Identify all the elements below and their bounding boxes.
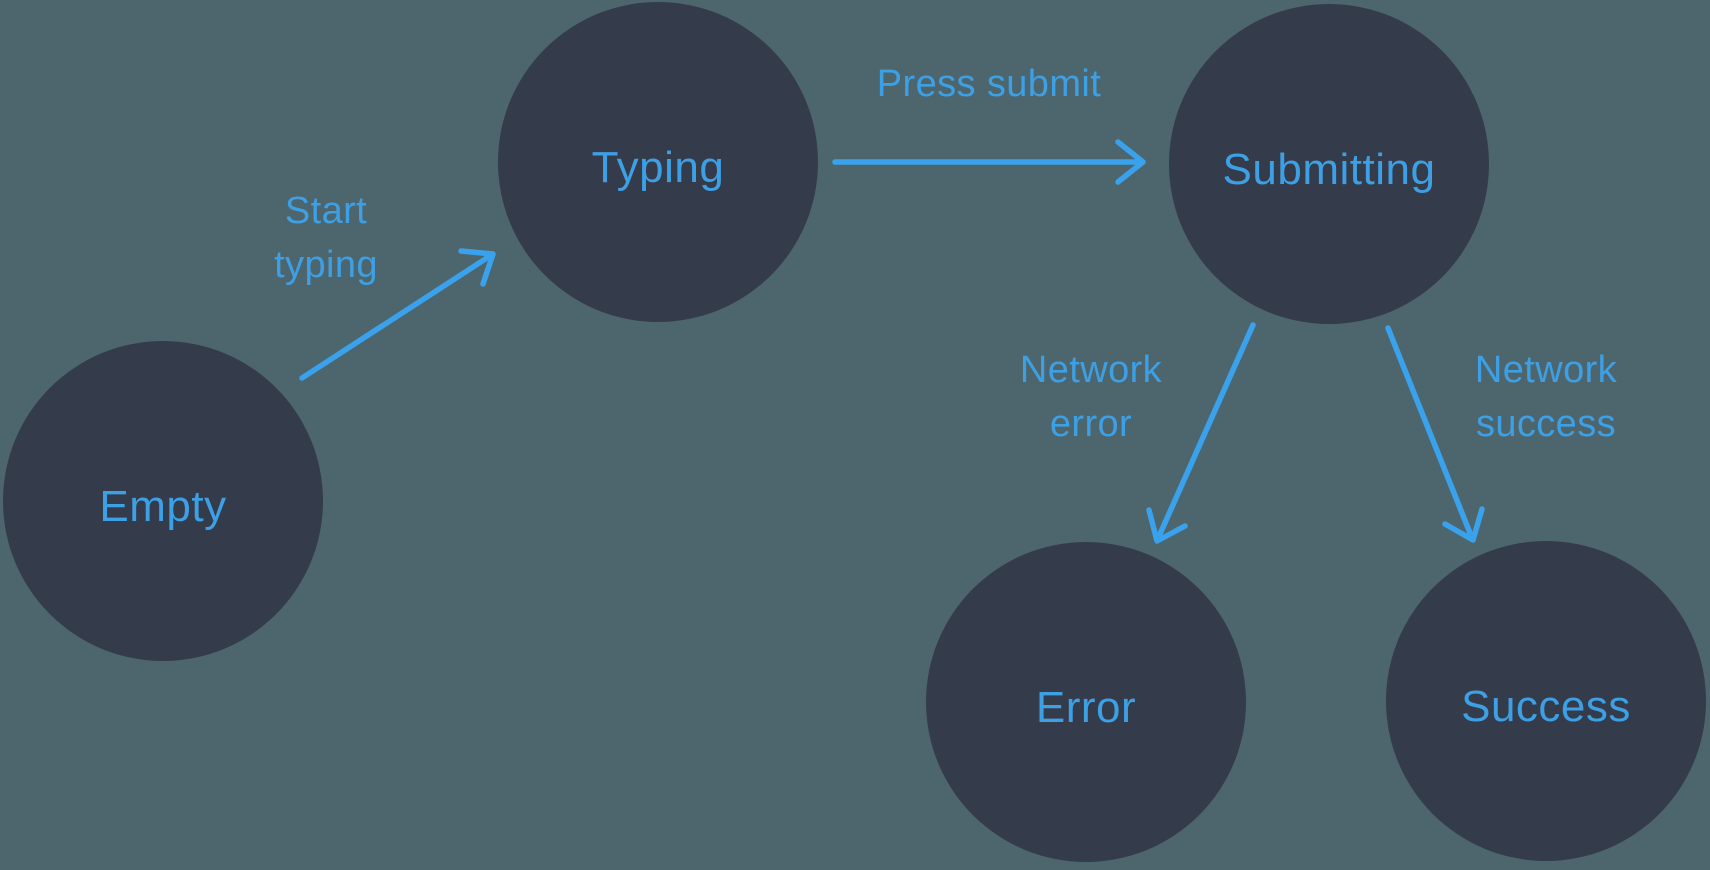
transition-label-network-error: Network error — [1019, 349, 1163, 445]
arrow-typing-to-submitting — [832, 139, 1146, 185]
arrowhead-icon — [1442, 506, 1485, 543]
state-node-label: Error — [1035, 683, 1137, 732]
state-node-label: Typing — [591, 143, 725, 192]
transition-label-network-success: Network success — [1474, 349, 1618, 445]
arrowhead-icon — [458, 248, 496, 287]
state-node-typing: Typing — [498, 2, 818, 322]
state-node-empty: Empty — [3, 341, 323, 661]
arrowhead-icon — [1146, 507, 1188, 544]
state-node-label: Empty — [99, 482, 227, 531]
state-node-error: Error — [926, 542, 1246, 862]
state-node-success: Success — [1386, 541, 1706, 861]
transition-label-press-submit: Press submit — [876, 63, 1102, 105]
state-node-label: Submitting — [1222, 145, 1436, 194]
arrowhead-icon — [1115, 139, 1146, 185]
state-node-label: Success — [1461, 682, 1631, 731]
transition-label-start-typing: Start typing — [274, 190, 378, 286]
state-node-submitting: Submitting — [1169, 4, 1489, 324]
